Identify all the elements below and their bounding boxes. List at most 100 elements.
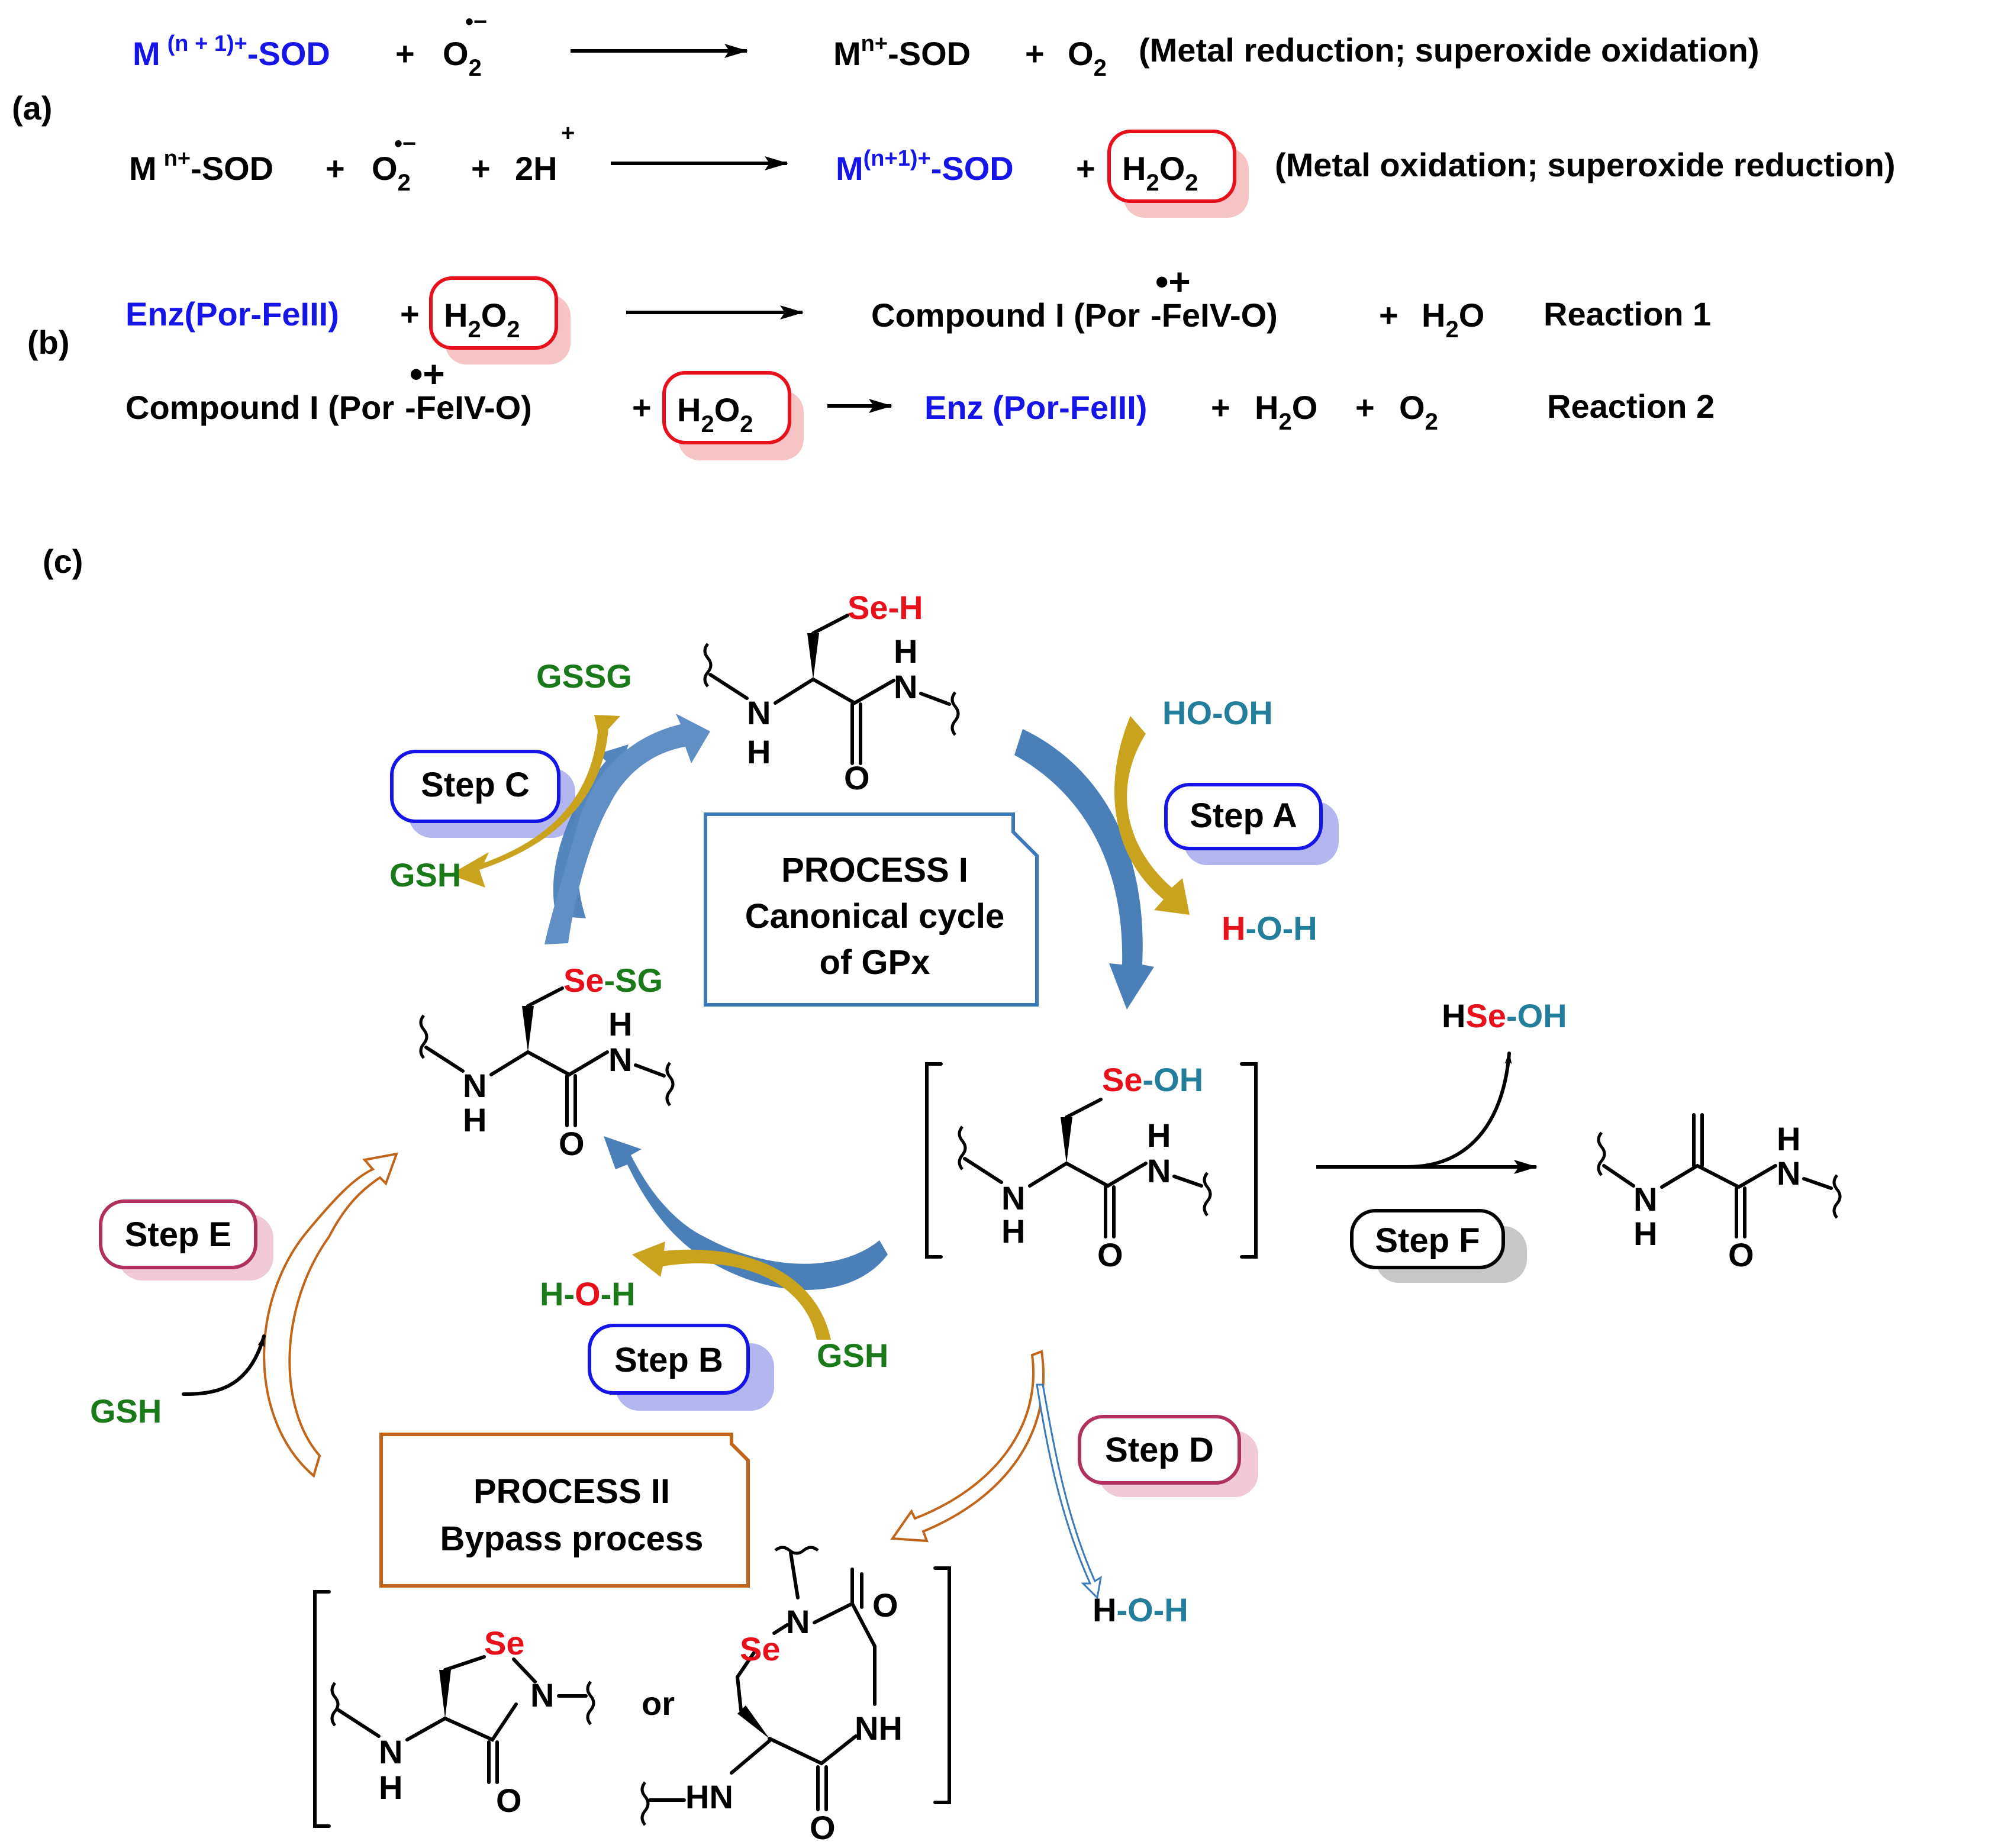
step-d-badge: Step D	[1078, 1415, 1258, 1497]
b2-compound-i: Compound I (Por-FeIV-O)	[125, 389, 532, 426]
or-label: or	[642, 1685, 675, 1722]
r1-superoxide: O2	[443, 35, 482, 81]
ring7-o1: O	[872, 1586, 898, 1624]
sesg-n2: N	[608, 1041, 632, 1078]
r2-superoxide-charge: •−	[394, 131, 416, 157]
process-2-line-2: Bypass process	[440, 1520, 704, 1558]
r2-protons: 2H	[515, 150, 558, 187]
sesg-label: Se-SG	[563, 962, 663, 999]
b1-enzyme: Enz(Por-FeIII)	[125, 295, 339, 333]
b1-water: H2O	[1422, 296, 1484, 343]
panel-label-a: (a)	[12, 89, 52, 127]
r1-superoxide-charge: •−	[465, 9, 487, 35]
step-d-label: Step D	[1105, 1431, 1214, 1469]
r2-plus: +	[326, 150, 345, 187]
b2-h2o2-box	[662, 371, 791, 444]
sel-n1: N	[747, 694, 771, 731]
b2-radical-cation: •+	[410, 353, 445, 395]
water-label-b: H-O-H	[540, 1275, 636, 1312]
step-e-label: Step E	[125, 1215, 232, 1254]
gsh-label-e: GSH	[90, 1392, 162, 1430]
selenenic-acid-label: HSe-OH	[1442, 997, 1567, 1034]
ring7-nh: NH	[855, 1710, 903, 1747]
water-label-a: H-O-H	[1222, 910, 1317, 947]
panel-a-reaction-1: M(n + 1)+-SOD + O2 •− Mn+-SOD + O2 (Meta…	[133, 9, 1760, 81]
ring7-se: Se	[740, 1630, 781, 1668]
step-e-arrows	[182, 1152, 399, 1478]
molecule-selenol: N H O N H Se-H	[703, 589, 960, 796]
r2-right-metal: M(n+1)+-SOD	[836, 146, 1014, 187]
b1-reaction-label: Reaction 1	[1543, 295, 1711, 333]
sel-h1: H	[747, 733, 771, 770]
panel-b-reaction-2: Compound I (Por-FeIV-O) •+ + H2O2 Enz (P…	[125, 353, 1715, 460]
panel-b-reaction-1: Enz(Por-FeIII) + H2O2 Compound I (Por-Fe…	[125, 260, 1711, 365]
b1-plus: +	[400, 295, 420, 333]
r2-h2o2: H2O2	[1122, 150, 1198, 196]
step-f-arrows	[1316, 1052, 1538, 1174]
b2-reaction-label: Reaction 2	[1547, 388, 1715, 425]
seoh-h1: H	[1001, 1212, 1025, 1250]
panel-label-c: (c)	[43, 543, 83, 580]
ring5-n1: N	[379, 1733, 402, 1770]
gssg-label: GSSG	[536, 657, 632, 695]
hooh-label: HO-OH	[1162, 694, 1273, 731]
ring7-n1: N	[786, 1603, 810, 1640]
seoh-n2: N	[1147, 1152, 1171, 1189]
molecule-selenenylsulfide: N H O N H Se-SG	[419, 962, 675, 1162]
ring5-se: Se	[484, 1624, 525, 1662]
r2-note: (Metal oxidation; superoxide reduction)	[1275, 146, 1896, 183]
r1-left-metal: M(n + 1)+-SOD	[133, 31, 330, 72]
sesg-h1: H	[463, 1101, 486, 1139]
b2-plus-3: +	[1355, 389, 1375, 426]
seoh-h2: H	[1147, 1117, 1171, 1154]
ring7-o2: O	[810, 1809, 836, 1846]
gsh-label-c: GSH	[389, 856, 461, 894]
b1-h2o2-box	[429, 276, 558, 350]
r1-note: (Metal reduction; superoxide oxidation)	[1139, 31, 1760, 69]
step-f-badge: Step F	[1350, 1209, 1527, 1283]
sel-h2: H	[894, 633, 917, 670]
step-a-arrows	[1014, 716, 1190, 1010]
dha-h2: H	[1777, 1120, 1800, 1157]
step-a-badge: Step A	[1164, 783, 1339, 865]
r1-oxygen: O2	[1068, 35, 1107, 81]
r1-plus-2: +	[1025, 35, 1045, 72]
sesg-n1: N	[463, 1067, 486, 1104]
b2-oxygen: O2	[1399, 389, 1438, 435]
process-1-box: PROCESS I Canonical cycle of GPx	[704, 812, 1039, 1007]
step-d-arrows	[890, 1350, 1103, 1600]
process-1-line-2: Canonical cycle	[745, 897, 1004, 936]
seoh-label: Se-OH	[1102, 1061, 1203, 1098]
sesg-h2: H	[608, 1005, 632, 1043]
step-f-label: Step F	[1375, 1221, 1480, 1260]
step-b-label: Step B	[614, 1341, 723, 1379]
step-e-badge: Step E	[99, 1199, 273, 1281]
step-b-badge: Step B	[588, 1324, 774, 1411]
b2-water: H2O	[1255, 389, 1317, 435]
step-c-badge: Step C	[390, 750, 575, 838]
step-b-arrows	[604, 1136, 888, 1340]
seoh-o: O	[1097, 1236, 1123, 1273]
r1-right-metal: Mn+-SOD	[833, 31, 971, 72]
dha-h1: H	[1633, 1215, 1657, 1252]
dha-o: O	[1728, 1236, 1754, 1273]
b2-h2o2: H2O2	[677, 391, 753, 437]
b2-plus-2: +	[1211, 389, 1230, 426]
b1-h2o2: H2O2	[444, 296, 520, 343]
step-c-label: Step C	[421, 766, 530, 804]
process-2-title: PROCESS II	[473, 1472, 670, 1511]
process-1-line-3: of GPx	[820, 943, 930, 982]
water-label-d: H-O-H	[1093, 1591, 1188, 1628]
r2-superoxide: O2	[372, 150, 411, 196]
molecule-selenenic-acid: N H O N H Se-OH	[925, 1061, 1258, 1273]
process-2-box: PROCESS II Bypass process	[379, 1433, 750, 1588]
r2-plus-3: +	[1076, 150, 1095, 187]
sel-o: O	[844, 759, 870, 796]
sel-n2: N	[894, 668, 917, 705]
ring5-o: O	[496, 1782, 522, 1819]
process-1-title: PROCESS I	[781, 851, 968, 889]
seoh-n1: N	[1001, 1179, 1025, 1217]
ring5-n2: N	[530, 1676, 554, 1714]
